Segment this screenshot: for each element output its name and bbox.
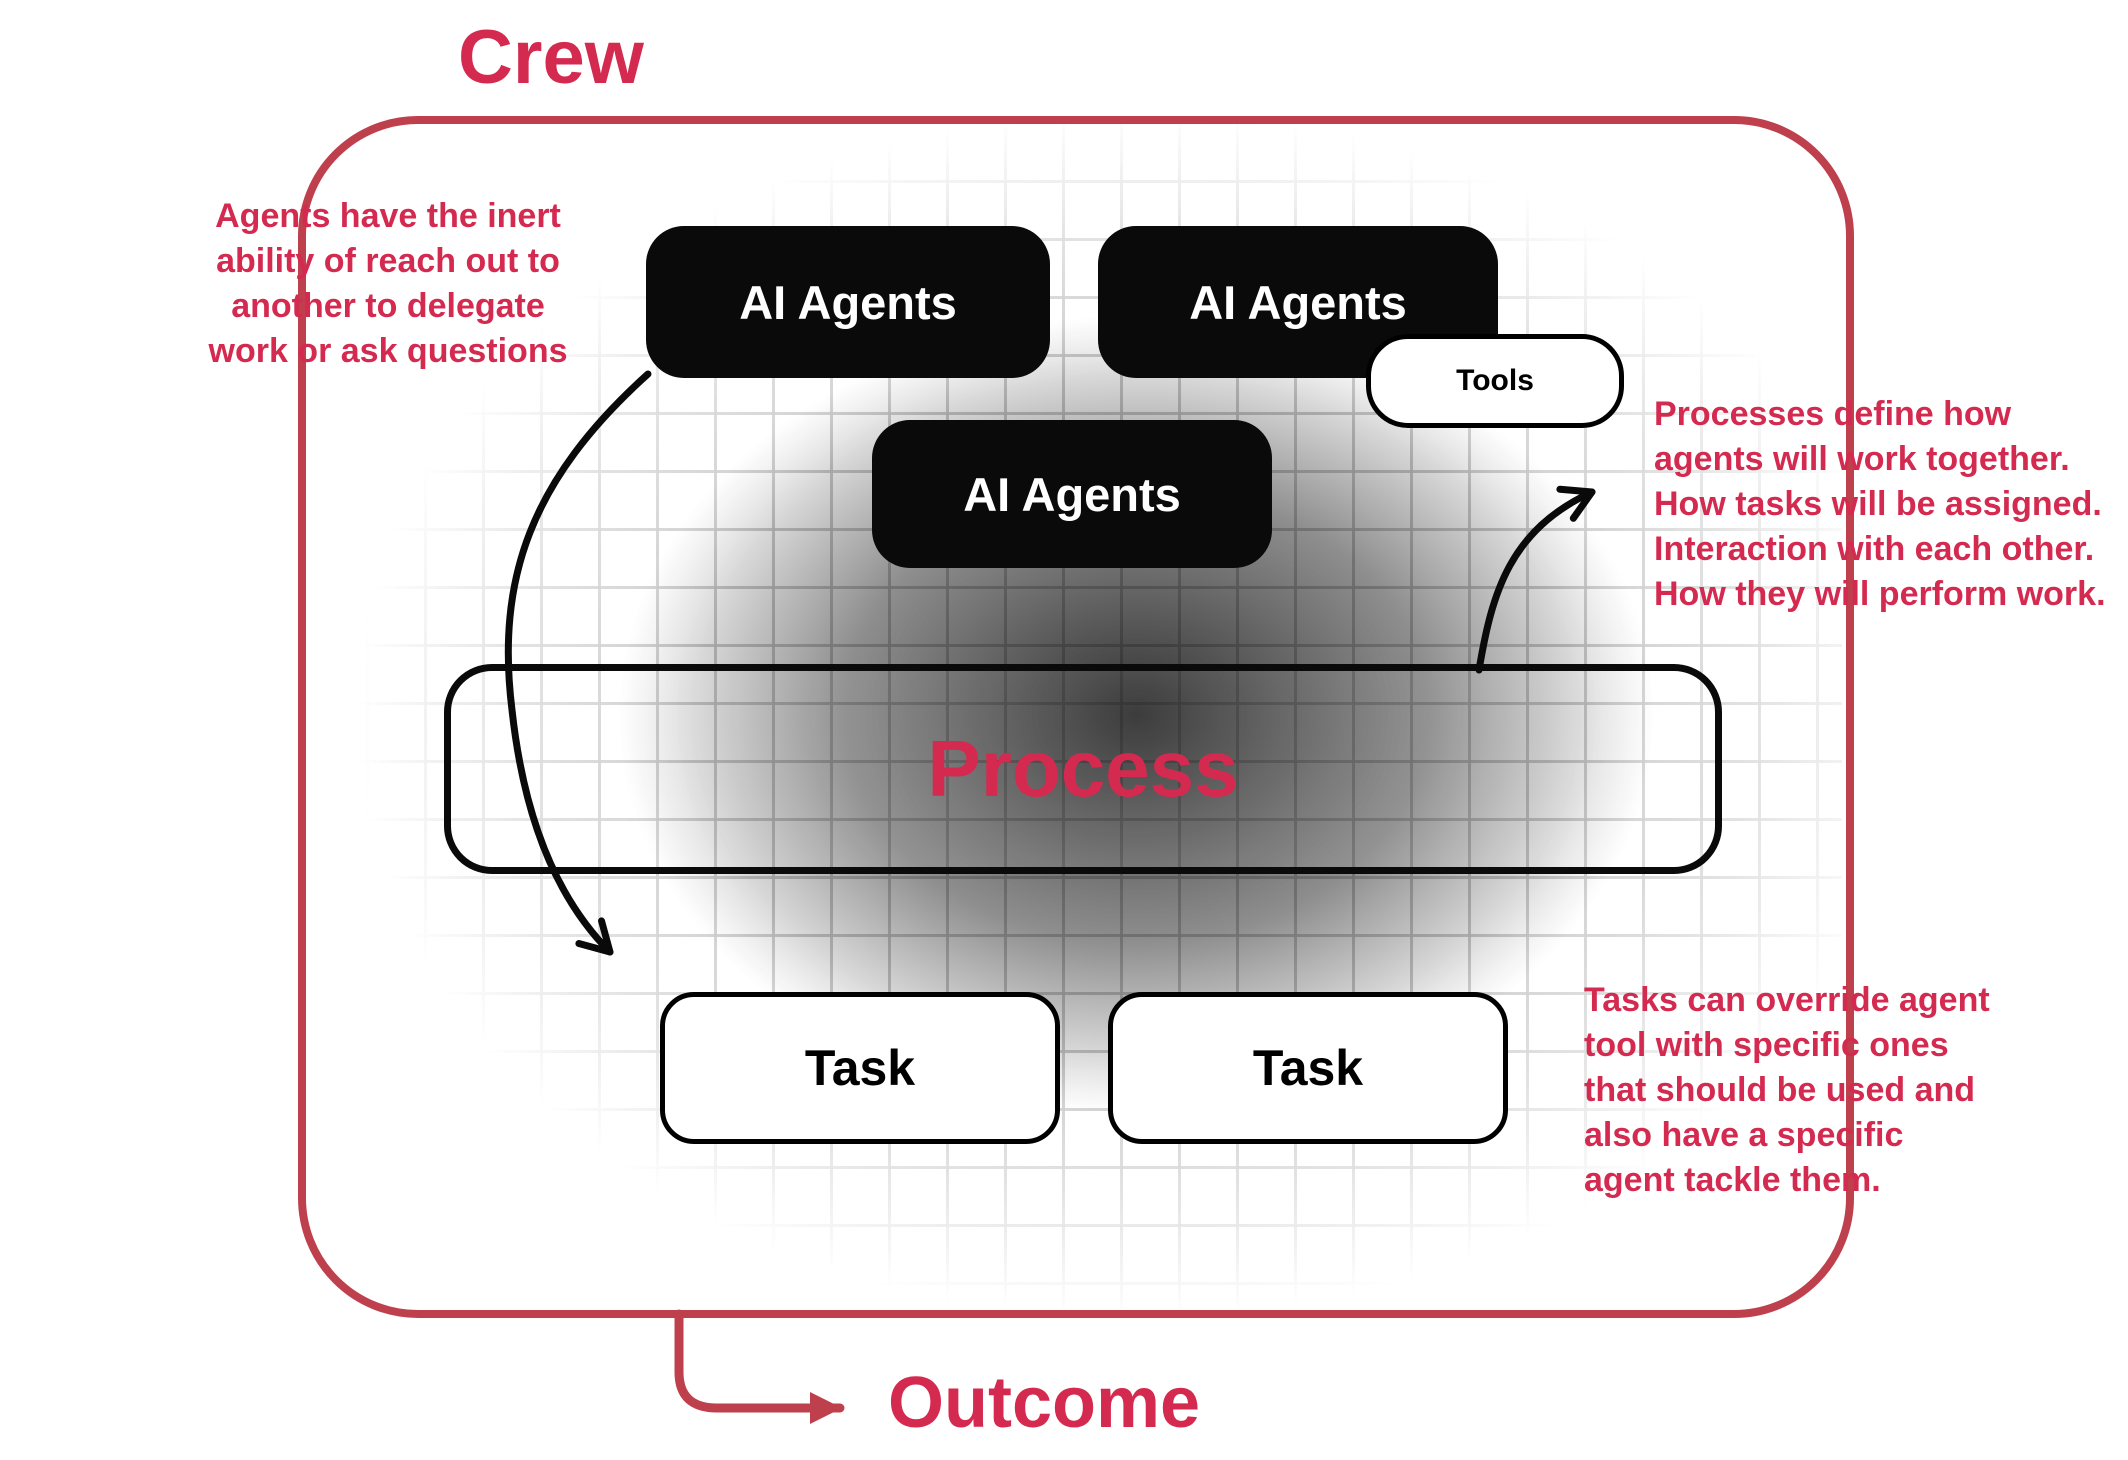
annotation-line: another to delegate: [231, 287, 545, 325]
ai-agents-box-1: AI Agents: [646, 226, 1050, 378]
tools-label: Tools: [1456, 364, 1534, 397]
process-box: Process: [444, 664, 1722, 874]
annotation-line: Tasks can override agent: [1584, 981, 1990, 1019]
task-box-2: Task: [1108, 992, 1508, 1144]
task-label-1: Task: [804, 1040, 916, 1096]
annotation-line: tool with specific ones: [1584, 1026, 1949, 1064]
annotation-processes: Processes define how agents will work to…: [1654, 392, 2128, 617]
ai-agents-box-3: AI Agents: [872, 420, 1272, 568]
ai-agents-label-3: AI Agents: [963, 467, 1181, 521]
annotation-line: How they will perform work.: [1654, 575, 2106, 613]
annotation-tasks: Tasks can override agent tool with speci…: [1584, 978, 2084, 1203]
annotation-line: agents will work together.: [1654, 440, 2070, 478]
task-label-2: Task: [1252, 1040, 1364, 1096]
annotation-line: agent tackle them.: [1584, 1161, 1881, 1199]
annotation-line: also have a specific: [1584, 1116, 1904, 1154]
outcome-arrow: [674, 1309, 845, 1424]
process-label: Process: [927, 724, 1239, 813]
annotation-line: Interaction with each other.: [1654, 530, 2095, 568]
ai-agents-label-2: AI Agents: [1189, 275, 1407, 329]
annotation-line: Agents have the inert: [215, 197, 561, 235]
annotation-line: How tasks will be assigned.: [1654, 485, 2102, 523]
annotation-line: work or ask questions: [208, 332, 568, 370]
annotation-line: ability of reach out to: [216, 242, 560, 280]
annotation-delegation: Agents have the inert ability of reach o…: [178, 194, 598, 374]
crew-boundary-border: [298, 116, 1854, 1318]
outcome-label: Outcome: [888, 1363, 1201, 1443]
ai-agents-box-2: AI Agents: [1098, 226, 1498, 378]
annotation-line: that should be used and: [1584, 1071, 1976, 1109]
annotation-line: Processes define how: [1654, 395, 2012, 433]
task-box-1: Task: [660, 992, 1060, 1144]
tools-box: Tools: [1366, 334, 1624, 428]
crew-title: Crew: [458, 15, 644, 100]
ai-agents-label-1: AI Agents: [739, 275, 957, 329]
